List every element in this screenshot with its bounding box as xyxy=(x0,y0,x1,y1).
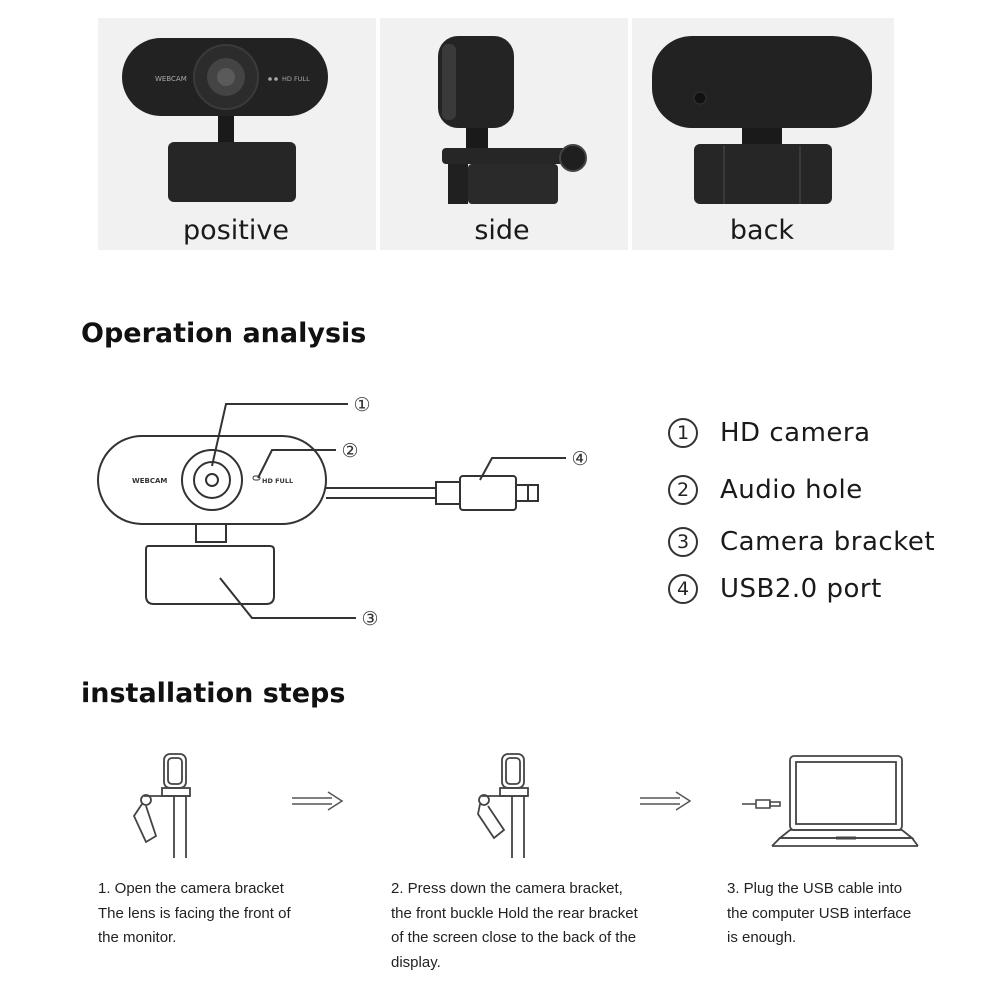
webcam-line-diagram: WEBCAM HD FULL ① ② ④ ③ xyxy=(97,394,589,630)
legend-item-usb-port: 4 USB2.0 port xyxy=(668,574,882,604)
step-2-illustration xyxy=(477,753,529,858)
webcam-front-image: WEBCAM HD FULL xyxy=(122,38,328,202)
legend-number: 4 xyxy=(668,574,698,604)
view-label-back: back xyxy=(729,215,795,246)
step-1-illustration xyxy=(132,753,191,858)
section-title-operation: Operation analysis xyxy=(81,318,367,349)
webcam-brand-print: WEBCAM xyxy=(155,75,187,83)
legend-label: HD camera xyxy=(720,418,871,448)
diagram-brand-print: WEBCAM xyxy=(132,477,167,485)
legend-number: 2 xyxy=(668,475,698,505)
callout-1: ① xyxy=(353,394,370,416)
view-label-side: side xyxy=(474,215,530,246)
legend-number: 1 xyxy=(668,418,698,448)
legend-item-camera-bracket: 3 Camera bracket xyxy=(668,527,935,557)
usb-plug-icon xyxy=(742,799,781,809)
webcam-side-image xyxy=(438,36,587,204)
legend-label: USB2.0 port xyxy=(720,574,882,604)
step-2-instructions: 2. Press down the camera bracket, the fr… xyxy=(391,880,638,971)
step-1-instructions: 1. Open the camera bracket The lens is f… xyxy=(98,880,291,946)
webcam-hd-print: HD FULL xyxy=(282,75,310,83)
legend-item-hd-camera: 1 HD camera xyxy=(668,418,871,448)
step-3-instructions: 3. Plug the USB cable into the computer … xyxy=(727,880,912,946)
view-label-front: positive xyxy=(183,215,289,246)
callout-2: ② xyxy=(341,440,358,462)
laptop-icon xyxy=(742,755,919,847)
diagram-hd-print: HD FULL xyxy=(262,477,293,485)
arrow-right-icon xyxy=(292,791,344,811)
callout-4: ④ xyxy=(571,448,588,470)
legend-label: Audio hole xyxy=(720,475,863,505)
legend-label: Camera bracket xyxy=(720,527,936,557)
webcam-back-image xyxy=(652,36,872,204)
legend-number: 3 xyxy=(668,527,698,557)
callout-3: ③ xyxy=(361,608,378,630)
arrow-right-icon xyxy=(640,791,692,811)
legend-item-audio-hole: 2 Audio hole xyxy=(668,475,863,505)
section-title-installation: installation steps xyxy=(81,678,346,709)
